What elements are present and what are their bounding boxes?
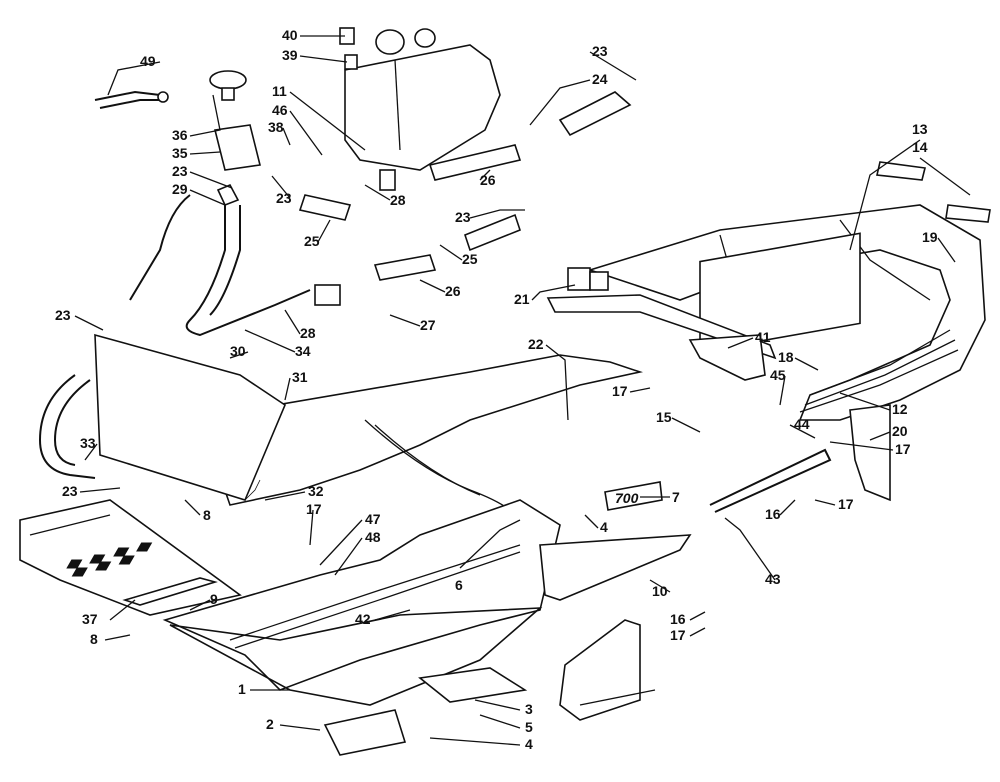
callout-25: 25	[304, 233, 320, 249]
callout-22: 22	[528, 336, 544, 352]
callout-23: 23	[592, 43, 608, 59]
callout-45: 45	[770, 367, 786, 383]
bracket-3	[559, 619, 656, 721]
badge-700: 700	[604, 481, 663, 511]
callout-11: 11	[272, 83, 287, 99]
bracket-assembly	[546, 267, 777, 381]
callout-36: 36	[172, 127, 188, 143]
callout-28: 28	[300, 325, 316, 341]
coolant-tank	[339, 27, 501, 171]
callout-20: 20	[892, 423, 908, 439]
callout-30: 30	[230, 343, 246, 359]
callout-10: 10	[652, 583, 668, 599]
callout-37: 37	[82, 611, 98, 627]
callout-17: 17	[838, 496, 854, 512]
hoses	[38, 91, 632, 479]
callout-4: 4	[600, 519, 608, 535]
callout-23: 23	[276, 190, 292, 206]
callout-43: 43	[765, 571, 781, 587]
leader-lines	[74, 35, 971, 746]
callout-12: 12	[892, 401, 908, 417]
lower-skin	[169, 607, 543, 706]
callout-23: 23	[55, 307, 71, 323]
hose-49	[94, 90, 169, 109]
callout-23: 23	[172, 163, 188, 179]
callout-49: 49	[140, 53, 156, 69]
decals	[876, 161, 991, 223]
callout-17: 17	[306, 501, 322, 517]
callout-5: 5	[525, 719, 533, 735]
callout-48: 48	[365, 529, 381, 545]
callout-35: 35	[172, 145, 188, 161]
tube-43	[709, 448, 832, 513]
callout-23: 23	[455, 209, 471, 225]
callout-16: 16	[765, 506, 781, 522]
callout-8: 8	[90, 631, 98, 647]
callout-3: 3	[525, 701, 533, 717]
callout-40: 40	[282, 27, 298, 43]
bracket-37	[122, 577, 218, 606]
callout-42: 42	[355, 611, 371, 627]
callout-17: 17	[612, 383, 628, 399]
callout-26: 26	[445, 283, 461, 299]
nose-side-panel	[66, 499, 692, 691]
callout-1: 1	[238, 681, 246, 697]
callout-31: 31	[292, 369, 308, 385]
callout-7: 7	[672, 489, 680, 505]
callout-6: 6	[455, 577, 463, 593]
callout-41: 41	[755, 329, 771, 345]
callout-32: 32	[308, 483, 324, 499]
checkered-decal	[66, 542, 153, 577]
rear-frame	[587, 204, 986, 502]
filler-neck	[209, 70, 261, 207]
callout-34: 34	[295, 343, 311, 359]
hood-panel	[198, 354, 644, 521]
callout-8: 8	[203, 507, 211, 523]
callout-17: 17	[895, 441, 911, 457]
callout-25: 25	[462, 251, 478, 267]
badge-text: 700	[615, 490, 639, 506]
callout-26: 26	[480, 172, 496, 188]
callout-44: 44	[794, 416, 810, 432]
callout-21: 21	[514, 291, 530, 307]
callout-18: 18	[778, 349, 794, 365]
callout-15: 15	[656, 409, 672, 425]
callout-24: 24	[592, 71, 608, 87]
callout-23: 23	[62, 483, 78, 499]
plate-2	[323, 709, 407, 756]
callout-33: 33	[80, 435, 96, 451]
callout-47: 47	[365, 511, 381, 527]
callout-19: 19	[922, 229, 938, 245]
callout-39: 39	[282, 47, 298, 63]
callout-labels: 49 40 39 11 46 38 36 35 23 29 23 24 26 2…	[55, 27, 938, 752]
callout-16: 16	[670, 611, 686, 627]
callout-14: 14	[912, 139, 928, 155]
callout-9: 9	[210, 591, 218, 607]
callout-4: 4	[525, 736, 533, 752]
callout-27: 27	[420, 317, 436, 333]
callout-28: 28	[390, 192, 406, 208]
callout-29: 29	[172, 181, 188, 197]
callout-17: 17	[670, 627, 686, 643]
callout-13: 13	[912, 121, 928, 137]
callout-38: 38	[268, 119, 284, 135]
heat-exchanger	[94, 333, 286, 501]
callout-2: 2	[266, 716, 274, 732]
callout-46: 46	[272, 102, 288, 118]
